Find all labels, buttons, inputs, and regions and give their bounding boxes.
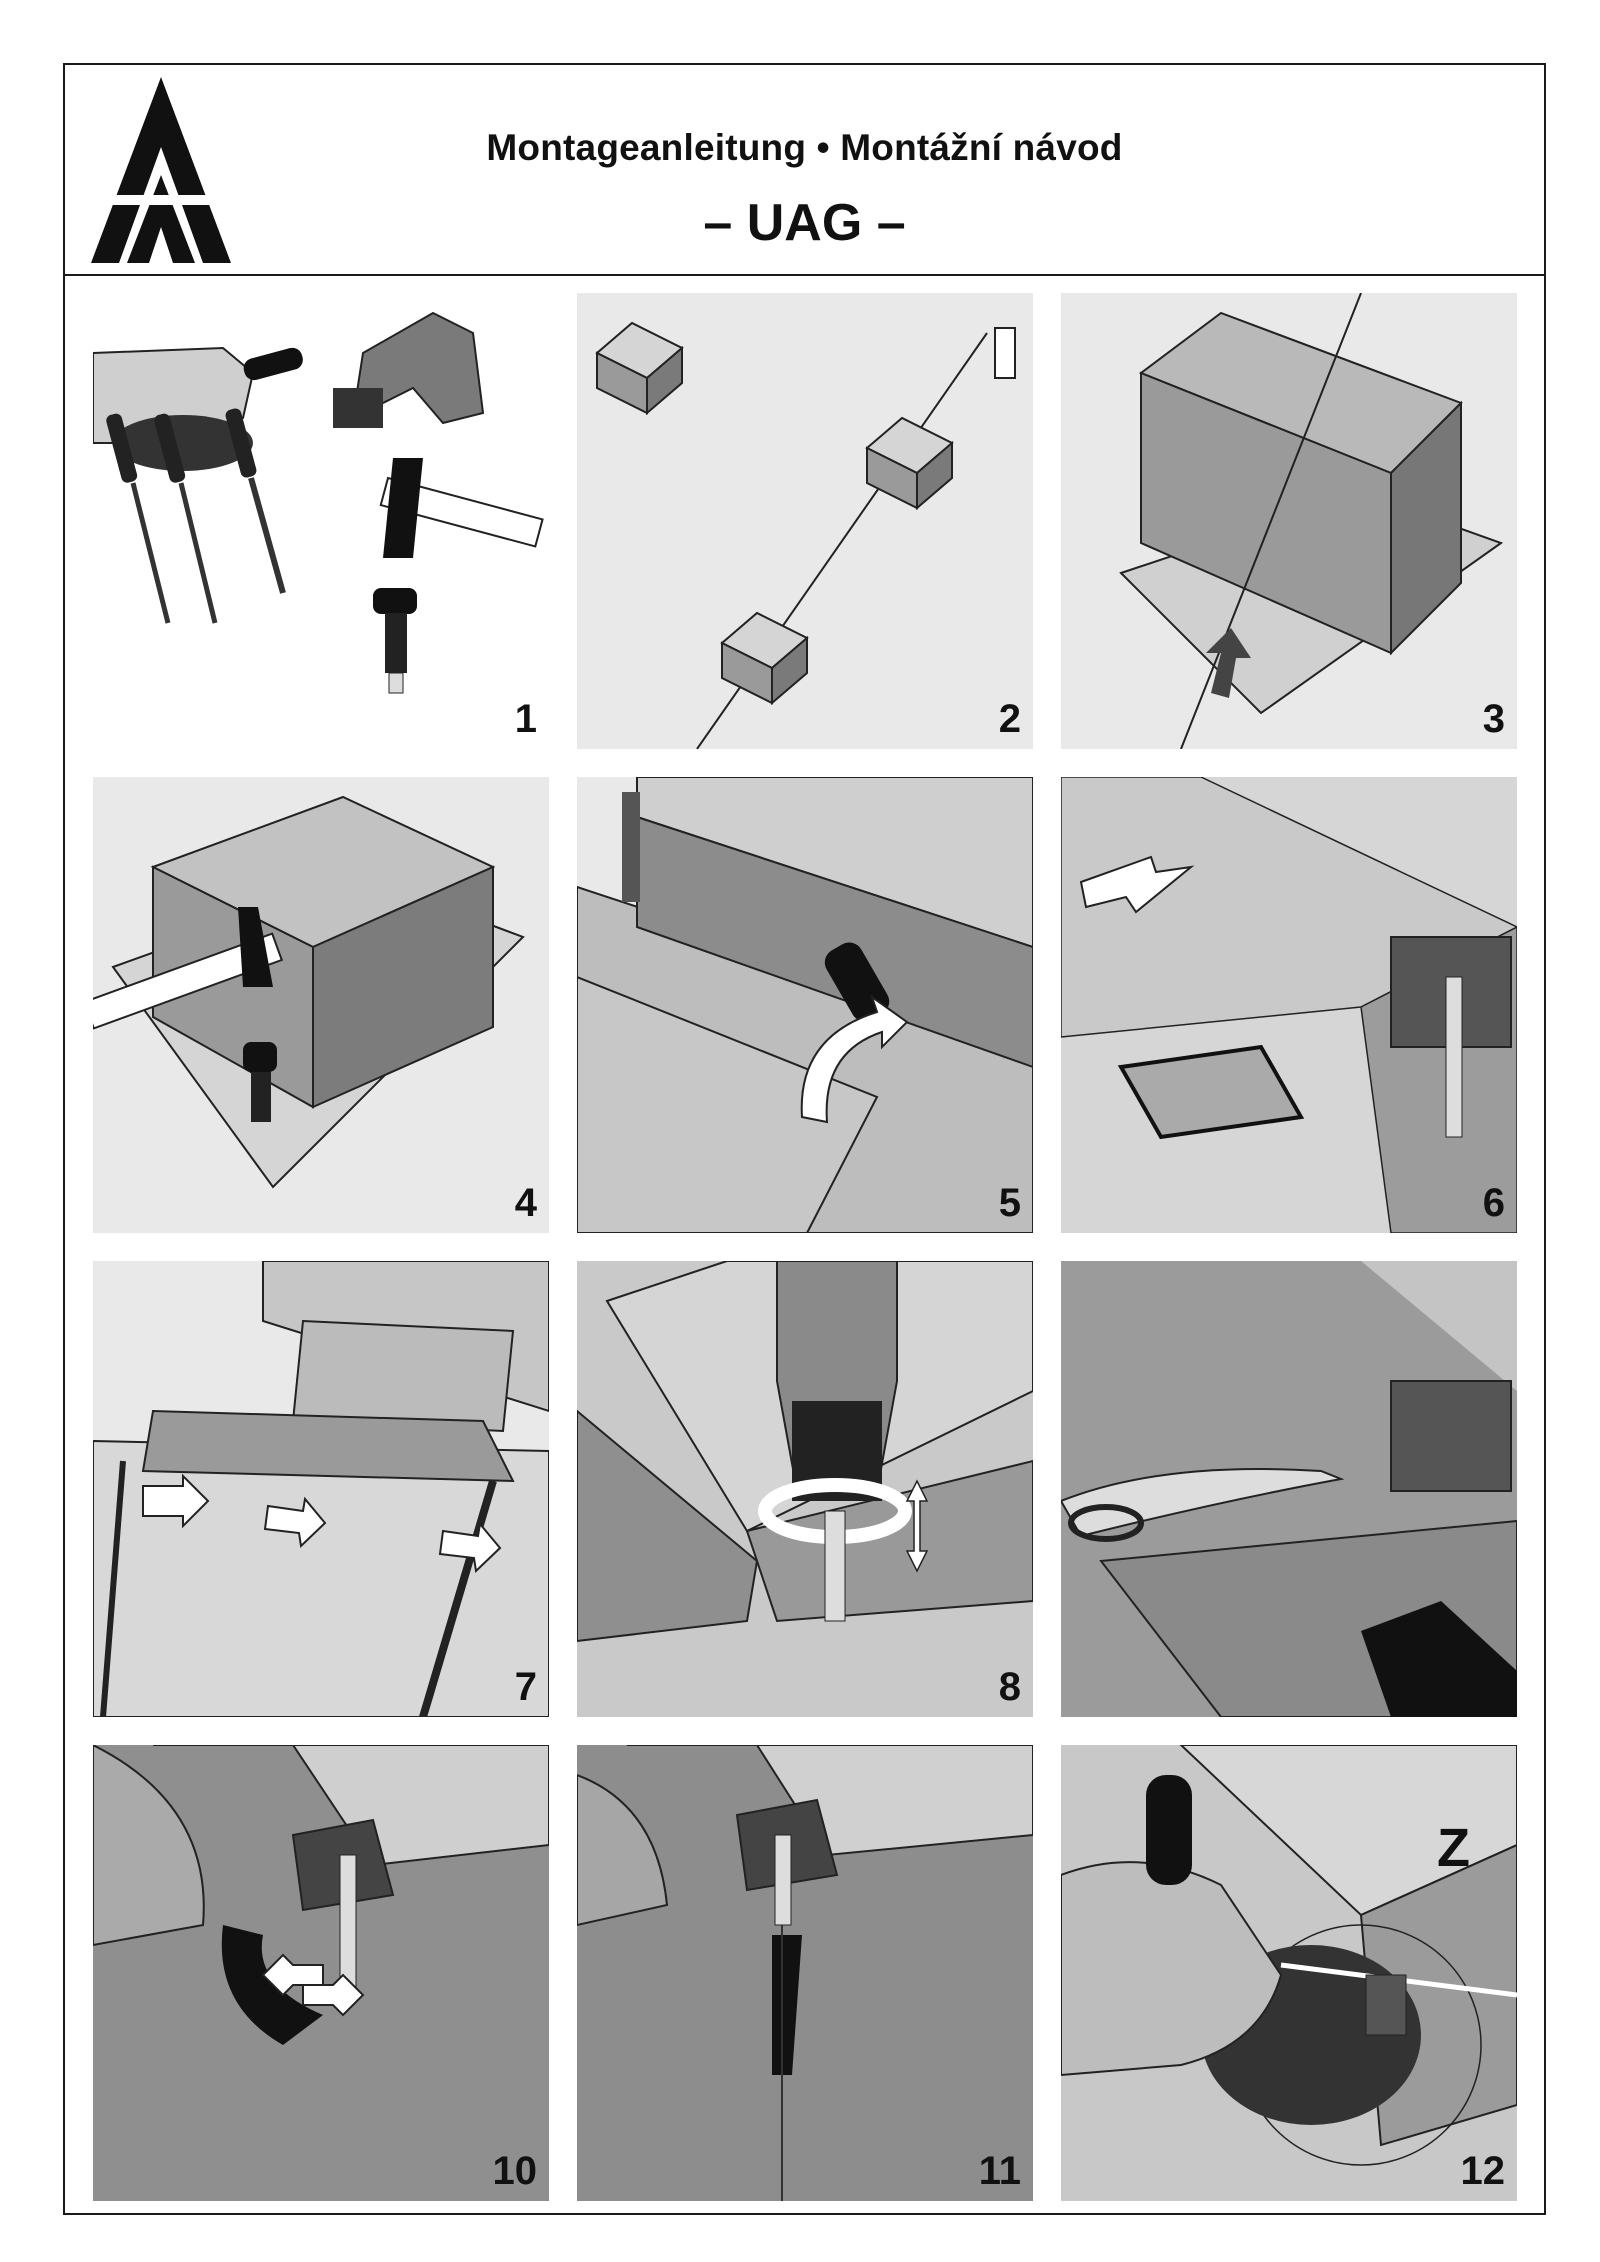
step-panel-6: 6 — [1061, 777, 1517, 1233]
floor-plate-insert-illustration — [1061, 777, 1517, 1233]
cover-slide-illustration — [93, 1261, 549, 1717]
step-number: 3 — [1482, 697, 1505, 741]
grinder-trim-illustration — [1061, 1745, 1517, 2201]
step-number: 7 — [514, 1665, 537, 1709]
step-panel-11: 11 — [577, 1745, 1033, 2201]
box-install-illustration — [1119, 293, 1504, 749]
step-panel-3: 3 — [1061, 293, 1517, 749]
step-panel-4: 4 — [93, 777, 549, 1233]
header: Montageanleitung • Montážní návod – UAG … — [65, 65, 1544, 276]
step-number: 10 — [492, 2149, 538, 2193]
tools-illustration — [93, 311, 544, 694]
box-layout-illustration — [595, 321, 1016, 749]
step-panel-10: 10 — [93, 1745, 549, 2201]
step-number: 12 — [1460, 2149, 1506, 2193]
step-panel-12: Z 12 — [1061, 1745, 1517, 2201]
detail-z-label: Z — [1437, 1818, 1470, 1878]
page-frame: Montageanleitung • Montážní návod – UAG … — [63, 63, 1546, 2215]
flooring-cut-illustration — [1061, 1261, 1517, 1717]
step-panel-2: 2 — [577, 293, 1033, 749]
document-title: Montageanleitung • Montážní návod — [486, 127, 1123, 168]
step-number: 8 — [998, 1665, 1021, 1709]
step-panel-5: 5 — [577, 777, 1033, 1233]
step-panel-1: 1 — [93, 293, 549, 749]
drill-height-adjust-illustration — [577, 1261, 1033, 1717]
step-number: 5 — [998, 1181, 1021, 1225]
screwdriver-adjust-illustration — [577, 777, 1033, 1233]
step-number: 11 — [978, 2149, 1021, 2193]
step-number: 9 — [1482, 1665, 1505, 1709]
product-code: – UAG – — [703, 194, 906, 252]
company-logo — [91, 77, 231, 263]
step-panel-8: 8 — [577, 1261, 1033, 1717]
step-number: 2 — [998, 697, 1021, 741]
flooring-fitted-illustration — [577, 1745, 1033, 2201]
hammer-fixing-illustration — [93, 795, 525, 1189]
step-panel-7: 7 — [93, 1261, 549, 1717]
step-number: 1 — [514, 697, 537, 741]
step-number: 6 — [1482, 1181, 1505, 1225]
step-number: 4 — [514, 1181, 537, 1225]
flooring-fold-illustration — [93, 1745, 549, 2201]
step-panel-9: 9 — [1061, 1261, 1517, 1717]
